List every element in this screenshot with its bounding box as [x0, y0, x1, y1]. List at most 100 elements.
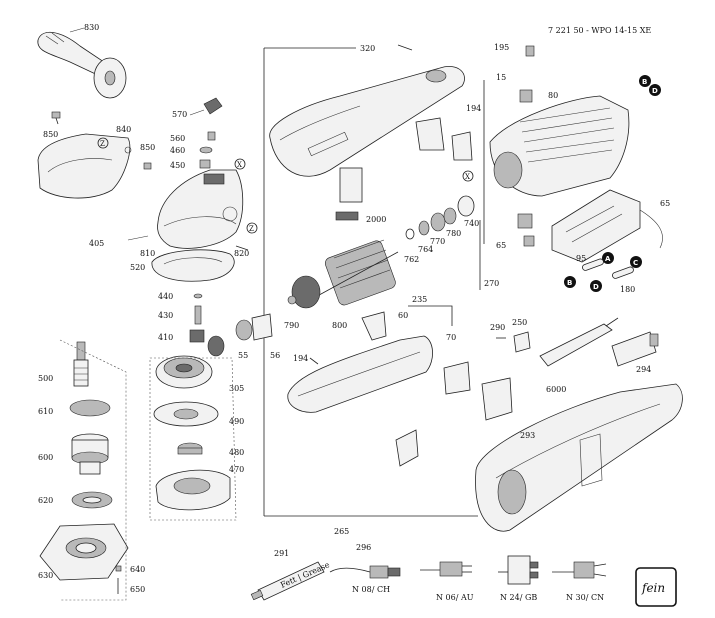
- gear-head-housing: [157, 169, 244, 249]
- part-560: [207, 131, 216, 141]
- callout-160: 250: [512, 318, 527, 327]
- marker-x2: X: [465, 173, 470, 181]
- motor-housing-250: [475, 383, 683, 532]
- callout-570: 570: [172, 110, 187, 119]
- cable-clamp-160: [513, 331, 531, 353]
- part-450: [199, 159, 211, 169]
- callout-194-b: 65: [496, 241, 506, 250]
- marker-z2: Z: [249, 225, 254, 233]
- housing-clip-a: [415, 117, 445, 151]
- callout-6000: 291: [274, 549, 289, 558]
- housing-clip-d: [481, 377, 513, 421]
- diagram-title: 7 221 50 - WPO 14-15 XE: [548, 26, 651, 35]
- plug-au-label: N 06/ AU: [436, 593, 474, 602]
- badge-a: A: [605, 255, 611, 263]
- badge-d-bottom: D: [593, 283, 599, 291]
- grease-label: Fett | Grease: [279, 560, 331, 590]
- bearing-770: [430, 212, 446, 232]
- bearing-610: [69, 399, 111, 417]
- bearing-plate-790: [251, 313, 273, 341]
- callout-470: 470: [229, 465, 244, 474]
- callout-320: 320: [360, 44, 375, 53]
- bearing-600: [71, 433, 109, 475]
- housing-clip-b: [451, 131, 473, 161]
- screw-640: [115, 565, 122, 572]
- bearing-800: [235, 319, 253, 341]
- callout-180: 290: [490, 323, 505, 332]
- callout-65-b: 180: [620, 285, 635, 294]
- callout-65-a: 95: [576, 254, 586, 263]
- badge-c: C: [633, 259, 638, 267]
- callout-80: 65: [660, 199, 670, 208]
- spindle-500: [73, 341, 89, 387]
- callout-405: 405: [89, 239, 104, 248]
- bearing-flange-630: [39, 523, 129, 581]
- fein-logo: fein: [635, 567, 677, 607]
- callout-56: 70: [446, 333, 456, 342]
- callout-600: 600: [38, 453, 53, 462]
- callout-760: 790: [284, 321, 299, 330]
- plug-au: [420, 561, 472, 577]
- callout-790: 56: [270, 351, 280, 360]
- gasket-520: [151, 249, 235, 282]
- switch-slider: [203, 97, 223, 115]
- callout-850-b: 850: [140, 143, 155, 152]
- badge-d-top: D: [652, 87, 658, 95]
- badge-b-top: B: [642, 78, 647, 86]
- part-430: [194, 305, 202, 325]
- lower-housing-shell: [287, 335, 433, 413]
- bearing-764: [418, 220, 430, 236]
- plug-gb-label: N 24/ GB: [500, 593, 537, 602]
- part-440: [193, 293, 203, 299]
- callout-630: 630: [38, 571, 53, 580]
- callout-560: 560: [170, 134, 185, 143]
- callout-15: 80: [548, 91, 558, 100]
- part-235: [525, 45, 535, 57]
- bevel-gear-305: [155, 355, 213, 389]
- callout-194-a: 15: [496, 73, 506, 82]
- capacitor-65b: [612, 266, 634, 279]
- svg-text:fein: fein: [641, 581, 665, 595]
- callout-764: 764: [418, 245, 433, 254]
- plug-ch: [329, 565, 401, 579]
- callout-460: 460: [170, 146, 185, 155]
- screw-850-lower: [143, 162, 152, 170]
- callout-2000: 2000: [366, 215, 386, 224]
- cable-sleeve-270: [539, 317, 619, 367]
- armature-750: [287, 239, 399, 309]
- callout-410: 410: [158, 333, 173, 342]
- grease-tube-6000: Fett | Grease: [250, 560, 331, 601]
- bearing-780: [443, 207, 457, 225]
- callout-800: 55: [238, 351, 248, 360]
- screw-850-upper: [51, 111, 61, 125]
- callout-500: 500: [38, 374, 53, 383]
- callout-265: 265: [334, 527, 349, 536]
- callout-820: 820: [234, 249, 249, 258]
- washer-762: [405, 228, 415, 240]
- fan-740: [457, 195, 475, 217]
- callout-620: 620: [38, 496, 53, 505]
- auxiliary-handle: [37, 32, 127, 99]
- callout-195: 194: [466, 104, 481, 113]
- callout-480: 480: [229, 448, 244, 457]
- plug-gb: [498, 555, 539, 585]
- callout-235: 195: [494, 43, 509, 52]
- badge-b-bottom: B: [567, 279, 572, 287]
- housing-flange-470: [155, 469, 231, 511]
- callout-640: 640: [130, 565, 145, 574]
- electronics-module-80: [551, 189, 663, 263]
- callout-60: 235: [412, 295, 427, 304]
- callout-450: 450: [170, 161, 185, 170]
- callout-490: 490: [229, 417, 244, 426]
- marker-x1: X: [237, 161, 242, 169]
- screw-320: [397, 44, 413, 51]
- callout-740: 740: [464, 219, 479, 228]
- callout-95: 270: [484, 279, 499, 288]
- callout-70: 194: [293, 354, 308, 363]
- brush-194-upper: [519, 89, 533, 103]
- callout-762: 762: [404, 255, 419, 264]
- callout-430: 430: [158, 311, 173, 320]
- callout-850-a: 850: [43, 130, 58, 139]
- marker-z1: Z: [100, 140, 105, 148]
